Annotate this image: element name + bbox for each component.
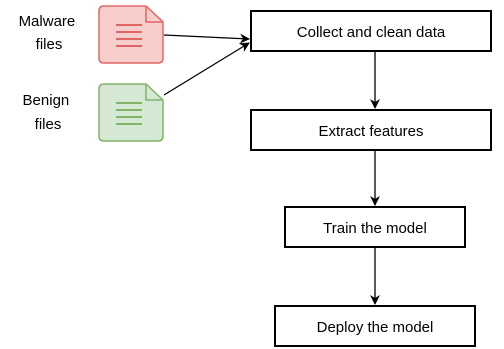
benign-to-collect-arrow xyxy=(163,42,250,96)
step-label: Deploy the model xyxy=(317,319,434,336)
malware-files-label: Malware files xyxy=(19,13,80,53)
step-extract-features: Extract features xyxy=(250,109,492,151)
benign-files-label: Benign files xyxy=(23,92,74,133)
step-train-the-model: Train the model xyxy=(284,206,466,248)
step-deploy-the-model: Deploy the model xyxy=(274,305,476,347)
step-label: Train the model xyxy=(323,220,427,237)
malware-to-collect-arrow xyxy=(163,33,250,44)
step-collect-and-clean-data: Collect and clean data xyxy=(250,10,492,52)
benign-file-icon xyxy=(98,83,164,142)
step-label: Collect and clean data xyxy=(297,24,446,41)
malware-file-icon xyxy=(98,5,164,64)
step-label: Extract features xyxy=(318,123,423,140)
